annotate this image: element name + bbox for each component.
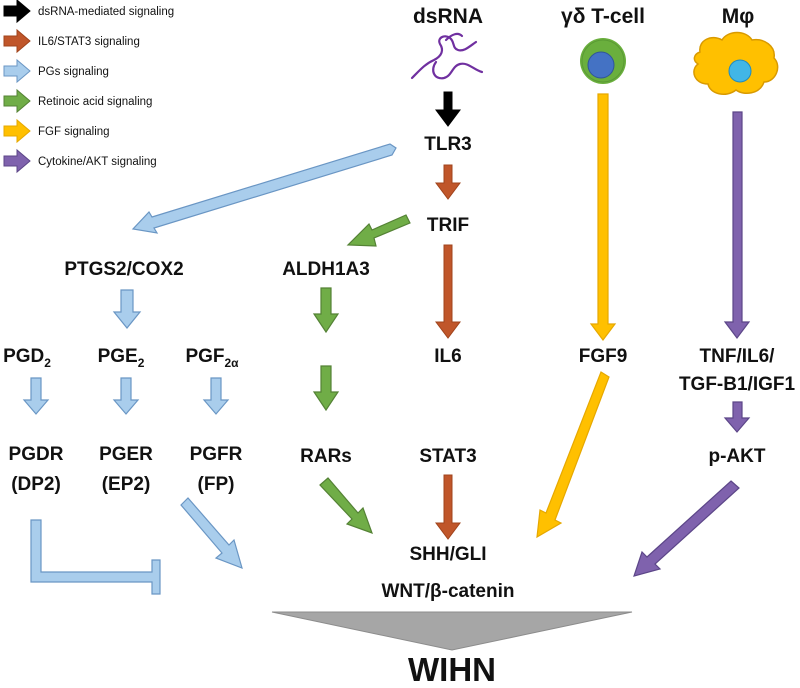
macrophage-label: Mφ	[722, 5, 755, 28]
dsrna-label: dsRNA	[413, 5, 483, 28]
pgdr-dp2-node: (DP2)	[11, 474, 61, 495]
legend-label: Retinoic acid signaling	[38, 96, 152, 108]
legend-label: PGs signaling	[38, 66, 109, 78]
pgfr-to-shh-arrow	[180, 497, 243, 569]
legend-item-dsrna: dsRNA-mediated signaling	[3, 0, 174, 24]
aldh1a3-node: ALDH1A3	[282, 259, 370, 280]
pgd2-subscript: 2	[44, 356, 51, 370]
pgfr-fp-node: (FP)	[198, 474, 235, 495]
pger-ep2-node: (EP2)	[102, 474, 151, 495]
ptgs2-cox2-node: PTGS2/COX2	[64, 259, 183, 280]
stat3-to-shh-arrow	[435, 474, 461, 540]
legend-purple-arrow-icon	[3, 148, 31, 174]
t-cell-icon	[580, 38, 626, 84]
macrophage-icon	[693, 31, 779, 96]
legend-yellow-arrow-icon	[3, 118, 31, 144]
pgfr-node: PGFR	[190, 444, 243, 465]
p-akt-node: p-AKT	[709, 446, 766, 467]
stat3-node: STAT3	[419, 446, 476, 467]
convergence-funnel	[271, 611, 633, 651]
legend-label: IL6/STAT3 signaling	[38, 36, 140, 48]
legend-item-retinoic-acid: Retinoic acid signaling	[3, 88, 152, 114]
legend-label: FGF signaling	[38, 126, 110, 138]
tlr3-node: TLR3	[424, 134, 472, 155]
cytokines-node-line2: TGF-B1/IGF1	[679, 374, 796, 395]
cytokines-to-pakt-arrow	[723, 401, 751, 433]
wihn-outcome: WIHN	[408, 651, 496, 688]
trif-node: TRIF	[427, 215, 469, 236]
tlr3-to-ptgs2-arrow	[131, 143, 397, 234]
il6-node: IL6	[434, 346, 461, 367]
pgf2a-label: PGF	[185, 346, 224, 367]
legend-item-cytokine-akt: Cytokine/AKT signaling	[3, 148, 157, 174]
tcell-label: γδ T-cell	[561, 5, 645, 28]
legend-label: dsRNA-mediated signaling	[38, 6, 174, 18]
fgf9-node: FGF9	[579, 346, 628, 367]
legend-label: Cytokine/AKT signaling	[38, 156, 157, 168]
rars-node: RARs	[300, 446, 352, 467]
aldh1a3-to-rars-down-arrow	[312, 287, 340, 334]
tcell-to-fgf9-arrow	[589, 93, 617, 341]
ptgs2-to-pge2-arrow	[112, 289, 142, 329]
pgdr-node: PGDR	[9, 444, 64, 465]
macrophage-to-cytokines-arrow	[723, 111, 751, 339]
tlr3-to-trif-arrow	[435, 164, 461, 200]
legend-green-arrow-icon	[3, 88, 31, 114]
wnt-beta-catenin-node: WNT/β-catenin	[382, 581, 515, 602]
pgdr-inhibition-bar	[30, 519, 161, 595]
pge2-subscript: 2	[138, 356, 145, 370]
legend-item-pgs: PGs signaling	[3, 58, 109, 84]
rars-down-arrow	[312, 365, 340, 412]
legend-item-il6-stat3: IL6/STAT3 signaling	[3, 28, 140, 54]
trif-to-il6-arrow	[435, 244, 461, 339]
pgd2-label: PGD	[3, 346, 44, 367]
legend-black-arrow-icon	[3, 0, 31, 24]
pger-node: PGER	[99, 444, 153, 465]
rars-to-shh-arrow	[319, 477, 373, 534]
dsrna-to-tlr3-arrow	[435, 91, 461, 127]
legend-orange-arrow-icon	[3, 28, 31, 54]
pge2-to-pger-arrow	[112, 377, 140, 415]
pge2-node: PGE2	[98, 346, 145, 370]
pakt-to-shh-arrow	[633, 480, 740, 577]
legend-item-fgf: FGF signaling	[3, 118, 110, 144]
dsrna-molecule-icon	[410, 32, 484, 80]
pgd2-to-pgdr-arrow	[22, 377, 50, 415]
trif-to-aldh1a3-arrow	[346, 214, 411, 247]
pgf2a-subscript: 2α	[225, 356, 240, 370]
pgf2a-to-pgfr-arrow	[202, 377, 230, 415]
legend: dsRNA-mediated signaling IL6/STAT3 signa…	[3, 0, 174, 174]
pgd2-node: PGD2	[3, 346, 51, 370]
pgf2a-node: PGF2α	[185, 346, 239, 370]
legend-blue-arrow-icon	[3, 58, 31, 84]
cytokines-node-line1: TNF/IL6/	[700, 346, 776, 367]
fgf9-to-shh-arrow	[536, 371, 610, 539]
pge2-label: PGE	[98, 346, 138, 367]
shh-gli-node: SHH/GLI	[409, 544, 486, 565]
